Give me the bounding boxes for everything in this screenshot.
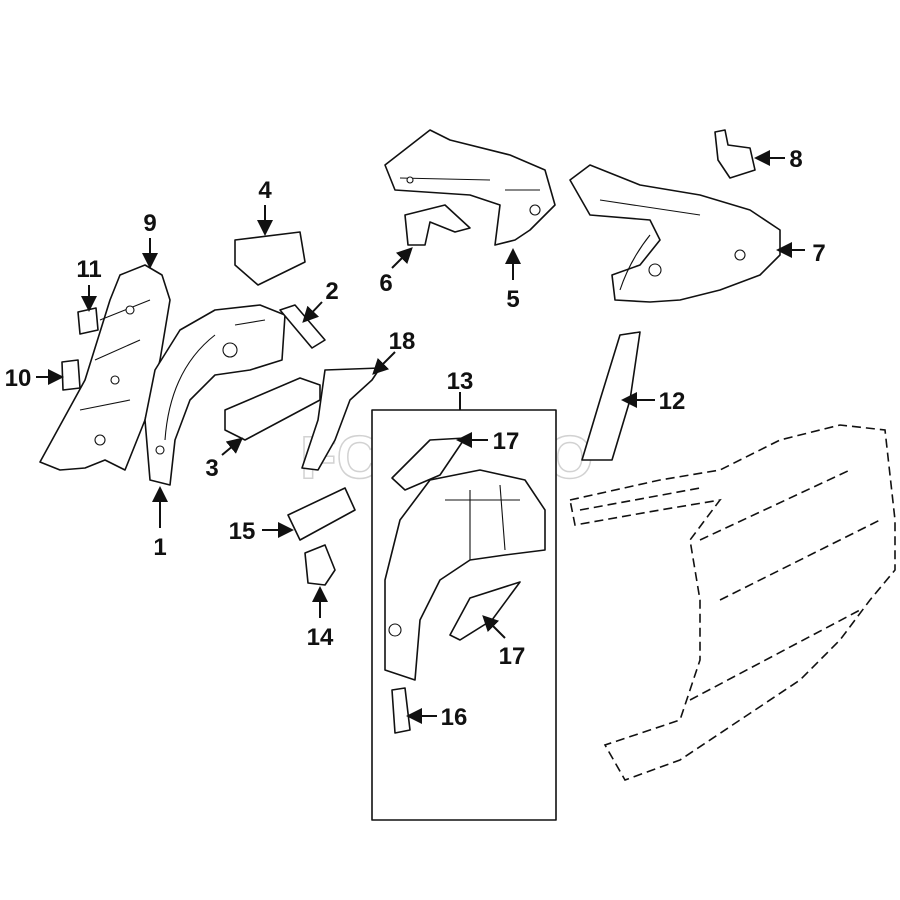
part-14-bracket: [304, 544, 336, 586]
part-9-pillar: [39, 264, 171, 471]
part-11-bracket: [77, 307, 99, 335]
part-17-upper-bracket: [391, 437, 466, 491]
callout-2: 2: [325, 278, 338, 305]
part-13-inner-wheelhouse: [384, 469, 546, 681]
part-2-brace: [279, 304, 326, 349]
part-4-bracket: [234, 231, 306, 286]
callout-17-upper: 17: [493, 428, 520, 455]
callout-7: 7: [812, 240, 825, 267]
part-15-bracket: [287, 487, 356, 541]
callout-5: 5: [506, 286, 519, 313]
callout-18: 18: [389, 328, 416, 355]
callout-3: 3: [205, 455, 218, 482]
callout-1: 1: [153, 534, 166, 561]
callout-12: 12: [659, 388, 686, 415]
callout-17-lower: 17: [499, 643, 526, 670]
part-12-pillar: [581, 331, 641, 461]
callout-14: 14: [307, 624, 334, 651]
quarter-panel-outline: [569, 424, 896, 781]
part-5-upper-rail: [384, 129, 556, 246]
leader-lines: [36, 150, 805, 724]
part-6-bracket: [404, 204, 471, 246]
part-1-wheelhouse: [144, 304, 286, 486]
callout-9: 9: [143, 210, 156, 237]
callout-8: 8: [789, 146, 802, 173]
callout-10: 10: [5, 365, 32, 392]
part-16-bracket: [391, 687, 411, 734]
callout-16: 16: [441, 704, 468, 731]
part-17-lower-bracket: [449, 581, 521, 641]
callout-6: 6: [379, 270, 392, 297]
callout-15: 15: [229, 518, 256, 545]
callout-13: 13: [447, 368, 474, 395]
part-7-rear-panel: [569, 164, 781, 303]
callout-4: 4: [258, 177, 272, 204]
callout-11: 11: [76, 256, 101, 283]
part-8-bracket: [714, 129, 756, 179]
part-10-bracket: [61, 359, 81, 391]
